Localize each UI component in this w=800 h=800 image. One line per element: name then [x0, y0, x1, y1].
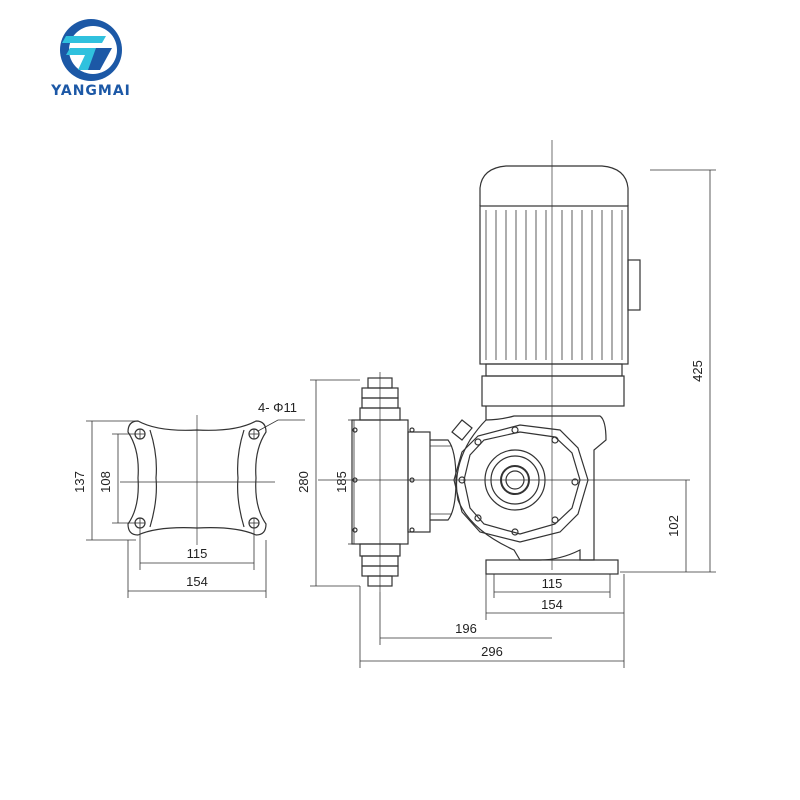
label-head-to-axis: 196 — [455, 621, 477, 636]
label-flange-height-inner: 108 — [98, 471, 113, 493]
gearbox — [451, 406, 619, 575]
label-base-inner: 115 — [542, 576, 563, 591]
label-flange-width-inner: 115 — [187, 546, 208, 561]
pump-dimension-lines — [310, 169, 716, 668]
label-pump-head-inner: 185 — [334, 471, 349, 493]
label-pump-head-height: 280 — [296, 471, 311, 493]
label-total-height: 425 — [690, 360, 705, 382]
label-base-outer: 154 — [541, 597, 563, 612]
flange-dimension-lines — [86, 420, 267, 598]
flange-outline — [127, 420, 267, 536]
junction-box — [627, 259, 641, 311]
label-shaft-height: 102 — [666, 515, 681, 537]
label-flange-width-outer: 154 — [186, 574, 208, 589]
label-total-length: 296 — [481, 644, 503, 659]
flange-view — [120, 415, 305, 545]
brand-logo-icon — [60, 19, 122, 81]
brand-name: YANGMAI — [51, 83, 131, 99]
pump-head — [318, 140, 690, 592]
label-flange-holes: 4- Φ11 — [258, 400, 297, 415]
label-flange-height-outer: 137 — [72, 471, 87, 493]
motor — [479, 165, 641, 407]
